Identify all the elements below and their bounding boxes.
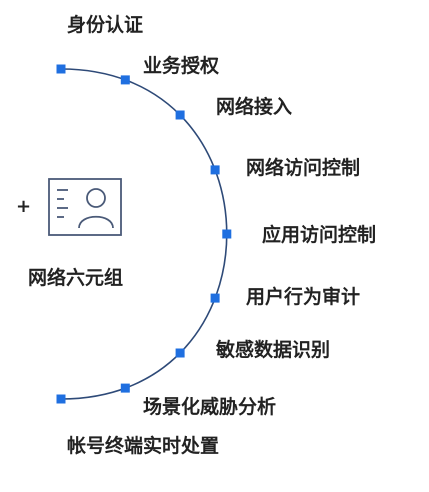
step-label-business-authorization: 业务授权 xyxy=(143,55,220,77)
step-label-realtime-disposal: 帐号终端实时处置 xyxy=(67,435,220,457)
step-label-network-access-control: 网络访问控制 xyxy=(246,157,361,179)
arc-dots xyxy=(56,64,232,404)
arc-dot xyxy=(210,165,220,175)
step-label-sensitive-data-identification: 敏感数据识别 xyxy=(216,339,331,361)
id-card-icon xyxy=(48,178,122,236)
step-label-network-access: 网络接入 xyxy=(216,96,293,118)
step-label-app-access-control: 应用访问控制 xyxy=(262,224,377,246)
arc-dot xyxy=(120,75,130,85)
network-tuple-label: 网络六元组 xyxy=(28,267,124,289)
step-label-identity-auth: 身份认证 xyxy=(67,14,144,36)
plus-sign: + xyxy=(16,196,32,217)
arc-dot xyxy=(175,348,185,358)
arc-dot xyxy=(175,110,185,120)
step-label-threat-analysis: 场景化威胁分析 xyxy=(143,396,277,418)
arc-dot xyxy=(56,394,66,404)
arc-dot xyxy=(56,64,66,74)
step-label-user-behavior-audit: 用户行为审计 xyxy=(246,286,361,308)
arc-dot xyxy=(222,229,232,239)
arc-dot xyxy=(120,383,130,393)
arc-dot xyxy=(210,293,220,303)
